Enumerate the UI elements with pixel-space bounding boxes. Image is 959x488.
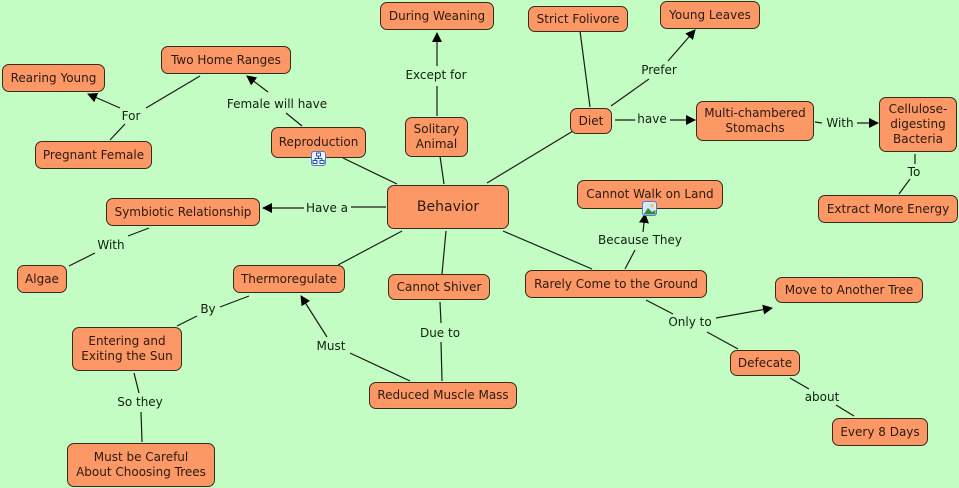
concept-rearing-young[interactable]: Rearing Young [2,64,105,92]
line-defecate-about [789,377,810,390]
link-have[interactable]: have [635,112,669,126]
line-because-walk [639,213,649,233]
line-prefer-leaves [667,29,696,62]
concept-rarely-come-to-ground[interactable]: Rarely Come to the Ground [525,270,707,298]
concept-strict-folivore[interactable]: Strict Folivore [528,6,628,32]
concept-diet[interactable]: Diet [570,108,612,134]
line-for-rearing [87,93,121,109]
image-resource-icon[interactable] [642,201,657,216]
concept-must-be-careful[interactable]: Must be Careful About Choosing Trees [67,443,215,487]
concept-pregnant-female[interactable]: Pregnant Female [35,141,152,169]
line-behavior-shiver [441,230,447,275]
link-for[interactable]: For [119,109,143,123]
concept-cannot-shiver[interactable]: Cannot Shiver [388,274,490,300]
line-to-extract [898,178,911,195]
line-by-entering [176,315,198,327]
line-behavior-thermo [337,230,403,266]
link-prefer[interactable]: Prefer [639,63,679,77]
concept-map-resource-icon[interactable] [311,151,326,166]
concept-cellulose-bacteria[interactable]: Cellulose- digesting Bacteria [879,97,957,152]
line-dueto-reduced [440,341,443,382]
line-solitary-behavior [439,155,445,185]
line-with-algae [68,252,96,267]
concept-during-weaning[interactable]: During Weaning [380,2,494,30]
concept-cannot-walk-on-land[interactable]: Cannot Walk on Land [577,180,723,209]
concept-move-to-another-tree[interactable]: Move to Another Tree [775,277,923,303]
line-for-tworanges [145,75,201,109]
link-by[interactable]: By [198,302,218,316]
concept-behavior[interactable]: Behavior [387,185,509,229]
line-about-8days [835,404,855,417]
concept-young-leaves[interactable]: Young Leaves [660,1,760,29]
link-so-they[interactable]: So they [115,395,165,409]
concept-symbiotic-relationship[interactable]: Symbiotic Relationship [106,198,260,226]
line-repro-female [285,112,303,127]
line-repro-behavior [342,157,398,185]
concept-thermoregulate[interactable]: Thermoregulate [233,265,345,293]
line-sothey-careful [140,411,143,443]
link-to[interactable]: To [905,165,923,179]
link-about[interactable]: about [802,390,842,404]
line-rarely-because [624,249,636,270]
concept-entering-exiting-sun[interactable]: Entering and Exiting the Sun [72,327,182,371]
concept-solitary-animal[interactable]: Solitary Animal [405,117,468,157]
concept-extract-more-energy[interactable]: Extract More Energy [818,195,958,223]
line-diet-prefer [610,78,650,107]
line-rarely-onlyto [645,299,674,315]
concept-algae[interactable]: Algae [17,265,67,293]
link-female-will-have[interactable]: Female will have [224,97,330,111]
line-onlyto-move [715,304,773,319]
line-onlyto-defecate [706,331,739,350]
concept-two-home-ranges[interactable]: Two Home Ranges [161,46,291,74]
line-reduced-must [349,352,411,382]
link-except-for[interactable]: Except for [403,68,469,82]
line-thermo-by [219,295,250,308]
concept-reduced-muscle-mass[interactable]: Reduced Muscle Mass [369,382,517,409]
link-only-to[interactable]: Only to [666,315,714,329]
line-symbiotic-with [127,227,150,237]
line-entering-sothey [133,372,140,394]
link-due-to[interactable]: Due to [417,326,463,340]
concept-defecate[interactable]: Defecate [730,350,800,376]
line-stomachs-with [814,121,823,124]
line-diet-folivore [579,30,591,108]
link-with-algae[interactable]: With [95,238,127,252]
link-because-they[interactable]: Because They [595,233,685,247]
concept-multi-chambered-stomachs[interactable]: Multi-chambered Stomachs [696,101,814,141]
line-shiver-dueto [439,301,442,324]
link-have-a[interactable]: Have a [303,201,351,215]
link-must[interactable]: Must [314,339,348,353]
concept-every-8-days[interactable]: Every 8 Days [832,418,928,446]
link-with-bacteria[interactable]: With [824,116,856,130]
line-diet-behavior [486,130,574,184]
line-behavior-rarely [502,230,593,270]
line-pregnant-for [109,123,126,141]
line-must-thermo [300,295,328,338]
line-female-tworanges [246,75,269,93]
